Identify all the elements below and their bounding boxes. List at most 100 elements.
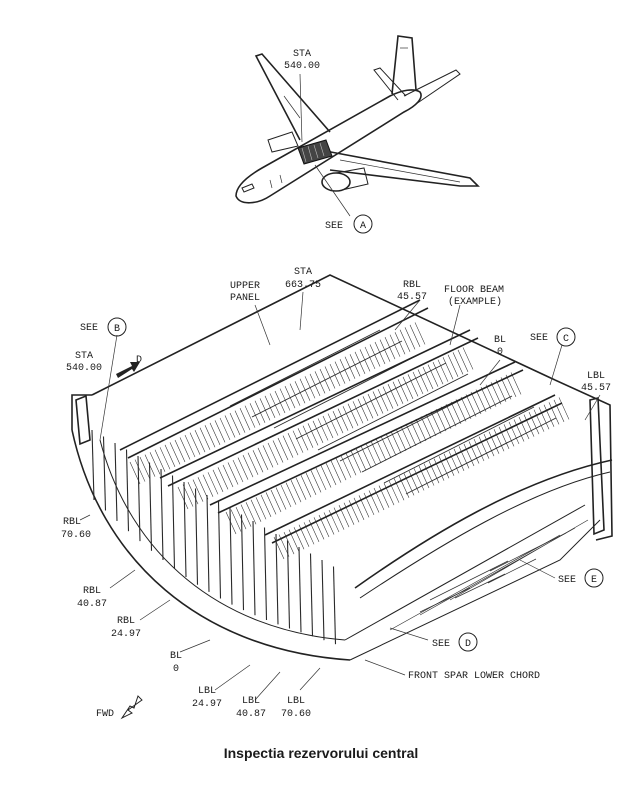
- stringer-line: [463, 443, 475, 467]
- stringer-line: [159, 447, 171, 470]
- stringer-line: [330, 460, 342, 483]
- stringer-line: [184, 434, 196, 458]
- stringer-line: [357, 398, 369, 421]
- stringer-line: [340, 455, 352, 478]
- stringer-line: [358, 495, 370, 518]
- stringer-line: [468, 441, 480, 464]
- stringer-line: [305, 472, 317, 495]
- wall-rib: [321, 559, 325, 641]
- stringer-line: [302, 425, 314, 448]
- stringer-line: [428, 460, 440, 484]
- stringer-line: [240, 504, 252, 527]
- stringer-line: [342, 406, 354, 429]
- stringer-line: [245, 502, 257, 525]
- stringer-line: [270, 489, 282, 513]
- upper-panel-label-2: PANEL: [230, 293, 260, 304]
- stringer-line: [363, 492, 375, 516]
- stringer-line: [478, 436, 490, 459]
- stringer-line: [234, 410, 246, 433]
- stringer-line: [343, 502, 355, 525]
- stringer-line: [267, 442, 279, 466]
- stringer-line: [310, 470, 322, 493]
- stringer-line: [264, 395, 276, 419]
- leader-lines: [79, 291, 601, 701]
- wall-rib: [275, 533, 279, 625]
- stringer-line: [337, 408, 349, 431]
- stringer-line: [448, 451, 460, 474]
- stringer-line: [393, 478, 405, 501]
- stringer-line: [297, 428, 309, 451]
- stringer-line: [447, 354, 459, 377]
- stringer-line: [345, 453, 357, 476]
- stringer-line: [274, 390, 286, 414]
- floor-beam-line: [251, 340, 403, 418]
- stringer-line: [335, 458, 347, 481]
- stringer-line: [177, 486, 189, 510]
- stringer-line: [252, 450, 264, 473]
- stringer-line: [538, 407, 550, 430]
- aircraft-see-label: SEE: [325, 221, 343, 232]
- stringer-line: [379, 339, 391, 362]
- stringer-line: [415, 418, 427, 442]
- stringer-line: [260, 494, 272, 517]
- stringer-line: [377, 388, 389, 412]
- stringer-line: [202, 474, 214, 497]
- stringer-line: [192, 479, 204, 502]
- stringer-line: [204, 425, 216, 448]
- fwd-label: FWD: [96, 709, 114, 720]
- bl-top-label: BL: [494, 335, 506, 346]
- stringer-line: [403, 473, 415, 496]
- stringer-line: [384, 337, 396, 360]
- stringer-line: [458, 446, 470, 469]
- stringer-line: [237, 457, 249, 480]
- stringer-line: [372, 391, 384, 414]
- stringer-line: [359, 349, 371, 372]
- stringer-line: [533, 409, 545, 432]
- stringer-line: [548, 402, 560, 425]
- stringer-line: [387, 384, 399, 407]
- panel-rails: [119, 299, 563, 544]
- stringer-line: [277, 437, 289, 461]
- stringer-line: [553, 399, 565, 423]
- stringer-line: [323, 512, 335, 535]
- wall-rib: [206, 494, 210, 592]
- stringer-line: [164, 444, 176, 467]
- stringer-line: [405, 423, 417, 446]
- wall-rib: [298, 546, 302, 633]
- bl-top-value: 0: [497, 347, 503, 358]
- stringer-line: [395, 428, 407, 451]
- sta-left-value: 540.00: [66, 363, 102, 374]
- stringer-line: [262, 445, 274, 468]
- stringer-line: [189, 432, 201, 455]
- stringer-line: [230, 509, 242, 532]
- wall-rib: [160, 468, 164, 561]
- stringer-line: [518, 416, 530, 440]
- stringer-line: [149, 452, 161, 475]
- stringer-line: [307, 423, 319, 446]
- stringer-line: [453, 448, 465, 471]
- stringer-line: [322, 415, 334, 439]
- stringer-line: [290, 480, 302, 503]
- stringer-line: [348, 500, 360, 523]
- stringer-line: [139, 456, 151, 480]
- stringer-line: [460, 396, 472, 420]
- rbl-top-label: RBL: [403, 280, 421, 291]
- stringer-line: [295, 477, 307, 500]
- stringer-line: [333, 507, 345, 530]
- stringer-line: [222, 464, 234, 488]
- see-c-label: SEE: [530, 333, 548, 344]
- stringer-line: [239, 408, 251, 431]
- wall-rib: [91, 429, 95, 501]
- stringer-line: [368, 490, 380, 513]
- stringer-line: [442, 357, 454, 380]
- stringer-line: [407, 374, 419, 397]
- stringer-line: [378, 485, 390, 508]
- wall-rib: [217, 501, 222, 599]
- stringer-line: [315, 467, 327, 491]
- rbl-7060-label: RBL: [63, 517, 81, 528]
- stringer-line: [232, 459, 244, 483]
- stringer-line: [300, 475, 312, 498]
- wall-rib: [309, 553, 314, 637]
- floor-beam-line: [295, 362, 447, 440]
- floor-beam-line: [317, 373, 469, 451]
